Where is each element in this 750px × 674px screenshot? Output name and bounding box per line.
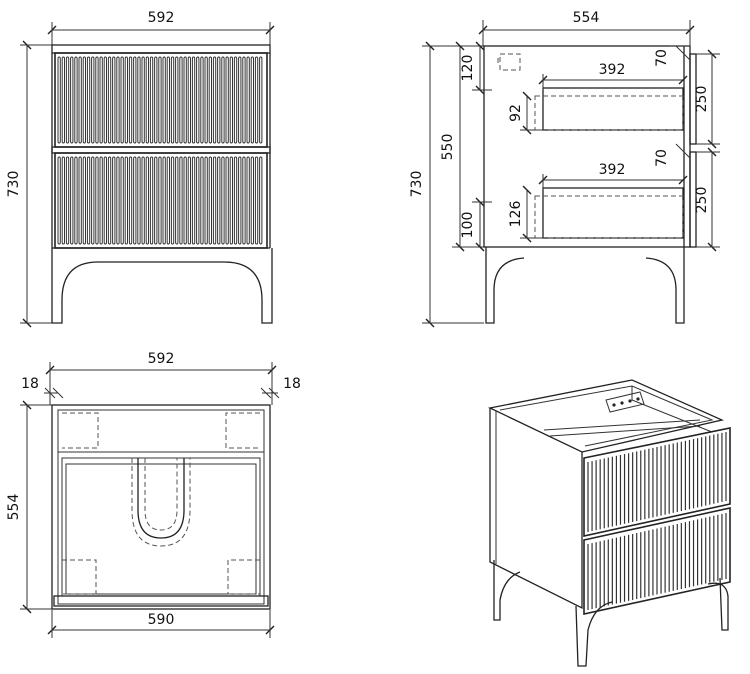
perspective-left-panel <box>489 408 583 610</box>
top-left-panel-dimension: 18 <box>21 376 64 399</box>
side-lower-gap-dimension: 70 <box>654 143 691 167</box>
front-top-panel <box>51 44 271 54</box>
side-lower-drawer-depth-label: 392 <box>599 162 626 178</box>
top-view: 592 18 18 554 590 <box>6 351 301 638</box>
top-right-panel-label: 18 <box>283 376 301 392</box>
side-upper-front-dimension: 250 <box>694 49 720 149</box>
front-upper-drawer-flutes <box>57 56 263 144</box>
top-right-panel-dimension: 18 <box>260 376 301 399</box>
perspective-drawer-flutes <box>587 432 727 610</box>
side-upper-drawer-box: 392 92 <box>508 62 688 135</box>
side-carcass <box>483 45 691 248</box>
side-top-offset-dimension: 120 <box>460 41 492 95</box>
front-view: 592 730 <box>6 10 275 328</box>
perspective-leg-rear-left <box>493 560 521 621</box>
side-lower-drawer-height-label: 126 <box>508 201 524 228</box>
front-height-dimension: 730 <box>6 40 52 328</box>
side-upper-drawer-front <box>689 53 697 145</box>
perspective-lower-drawer <box>583 507 731 615</box>
side-bottom-offset-dimension: 100 <box>460 197 492 252</box>
side-lower-drawer-box: 392 126 <box>508 162 688 243</box>
side-upper-drawer-depth-label: 392 <box>599 62 626 78</box>
top-drawer-box <box>61 457 261 597</box>
side-carcass-label: 550 <box>440 134 456 161</box>
perspective-view <box>487 379 731 667</box>
perspective-top-opening <box>487 379 725 453</box>
side-upper-front-label: 250 <box>694 86 710 113</box>
top-left-panel-label: 18 <box>21 376 39 392</box>
top-bottom-width-label: 590 <box>148 612 175 628</box>
perspective-hinge-plate <box>605 391 645 413</box>
top-outer-frame <box>51 404 271 610</box>
top-plumbing-cutout <box>131 458 191 547</box>
front-width-label: 592 <box>148 10 175 26</box>
side-height-dimension: 730 <box>409 41 484 328</box>
top-width-dimension: 592 <box>45 351 277 405</box>
perspective-leg-front-right <box>707 577 729 631</box>
side-leg-front <box>645 247 685 324</box>
side-upper-drawer-height-label: 92 <box>508 104 524 122</box>
top-bottom-width-dimension: 590 <box>47 610 275 638</box>
top-depth-label: 554 <box>6 494 22 521</box>
side-upper-gap-dimension: 70 <box>654 45 691 67</box>
front-lower-drawer-flutes <box>57 156 263 245</box>
perspective-leg-front-left <box>575 601 613 667</box>
side-hinge-plate <box>497 53 521 71</box>
perspective-upper-drawer <box>583 427 731 537</box>
side-depth-label: 554 <box>573 10 600 26</box>
side-depth-dimension: 554 <box>478 10 695 46</box>
front-height-label: 730 <box>6 171 22 198</box>
side-top-offset-label: 120 <box>460 55 476 82</box>
side-lower-front-label: 250 <box>694 187 710 214</box>
side-upper-gap-label: 70 <box>654 49 670 67</box>
front-legs <box>51 248 273 324</box>
front-divider-rail <box>51 146 271 154</box>
front-width-dimension: 592 <box>47 10 275 46</box>
side-lower-front-dimension: 250 <box>694 147 720 252</box>
side-leg-rear <box>485 247 525 324</box>
side-height-label: 730 <box>409 171 425 198</box>
side-lower-gap-label: 70 <box>654 149 670 167</box>
side-view: 554 730 550 120 100 <box>409 10 720 328</box>
top-width-label: 592 <box>148 351 175 367</box>
side-carcass-dimension: 550 <box>440 41 484 252</box>
top-depth-dimension: 554 <box>6 400 52 614</box>
side-lower-drawer-front <box>689 151 697 248</box>
side-bottom-offset-label: 100 <box>460 212 476 239</box>
